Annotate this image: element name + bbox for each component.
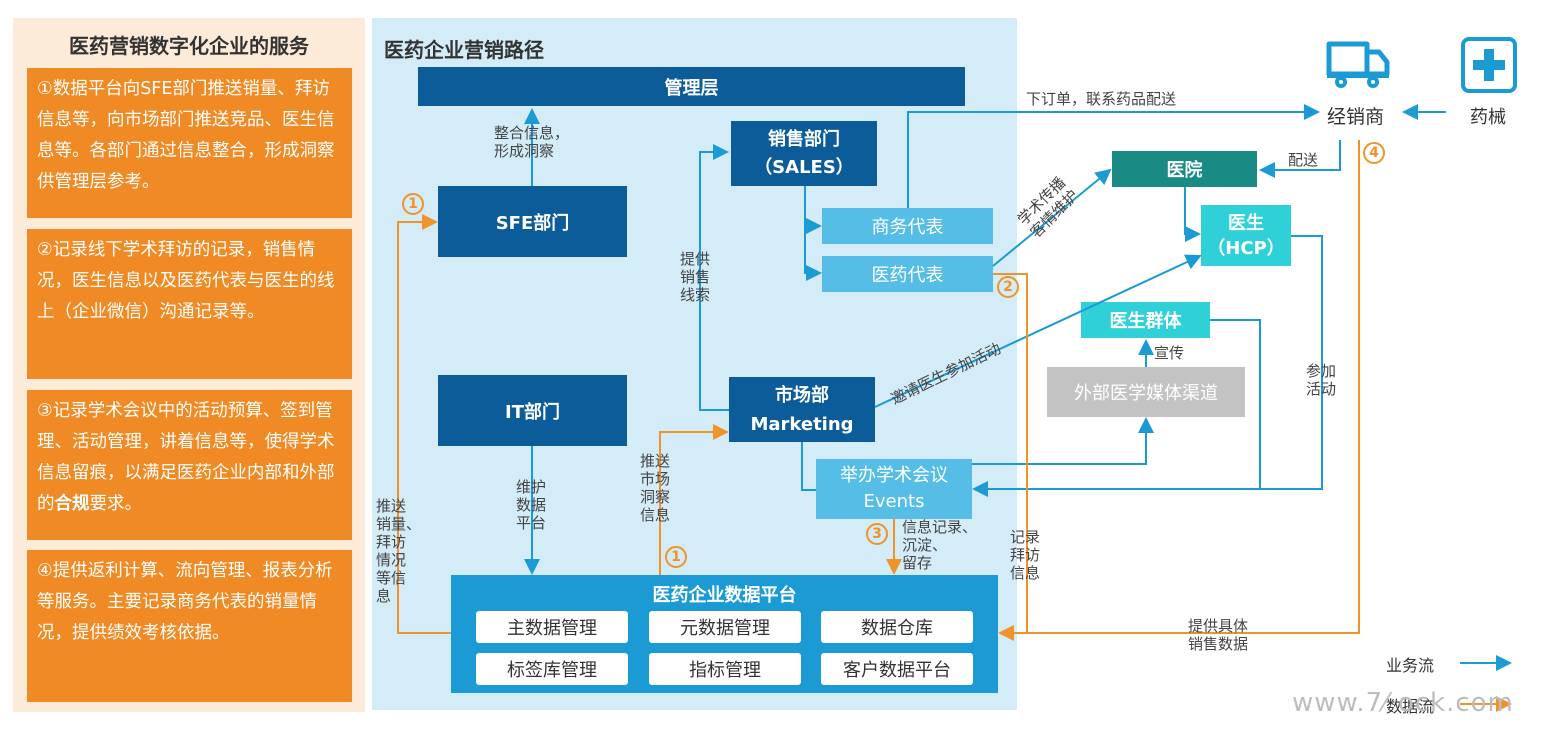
module-tag-library: 标签库管理: [476, 653, 628, 685]
distributor-to-hospital-line: [1259, 140, 1341, 178]
marketing-sub: Marketing: [750, 413, 854, 435]
push-market-label: 推送 市场 洞察 信息: [640, 452, 671, 524]
sales-data-label-2: 销售数据: [1188, 635, 1249, 653]
distributor-to-platform-line: [998, 140, 1360, 641]
hospital-to-doctor-line: [1184, 187, 1201, 242]
maintain-label: 维护 数据 平台: [516, 478, 547, 532]
integrate-label: 整合信息， 形成洞察: [494, 124, 569, 160]
device-label: 药械: [1470, 107, 1506, 128]
legend-data-label: 数据流: [1386, 697, 1435, 716]
doctor-to-events-line: [1260, 235, 1323, 490]
doctor-label: 医生: [1228, 212, 1264, 234]
service-box-3: ③记录学术会议中的活动预算、签到管理、活动管理，讲着信息等，使得学术信息留痕，以…: [27, 390, 352, 540]
circle-marker-1b: 1: [665, 546, 687, 568]
sales-data-label-1: 提供具体: [1188, 617, 1249, 635]
circle-marker-1a: 1: [402, 193, 424, 215]
medical-cross-icon: [1460, 36, 1518, 94]
medical-rep-box: 医药代表: [822, 256, 993, 292]
business-rep-box: 商务代表: [822, 208, 993, 244]
doctor-group-box: 医生群体: [1081, 302, 1210, 338]
bizrep-order-line: [907, 104, 1320, 208]
module-data-warehouse: 数据仓库: [821, 611, 973, 643]
deliver-label: 配送: [1288, 151, 1319, 169]
doctor-box: 医生 （HCP）: [1201, 205, 1291, 266]
sales-dept-label: 销售部门: [768, 128, 840, 150]
sales-dept-box: 销售部门 （SALES）: [731, 121, 877, 186]
hospital-box: 医院: [1112, 151, 1257, 187]
medrep-to-hospital-line: [992, 168, 1112, 267]
push-sales-label: 推送 销量、 拜访 情况 等信 息: [376, 497, 422, 605]
marketing-to-sales-line: [699, 144, 729, 411]
join-label: 参加 活动: [1306, 362, 1337, 398]
circle-marker-3: 3: [866, 523, 888, 545]
service-box-4: ④提供返利计算、流向管理、报表分析等服务。主要记录商务代表的销量情况，提供绩效考…: [27, 550, 352, 702]
service-box-1: ①数据平台向SFE部门推送销量、拜访信息等，向市场部门推送竞品、医生信息等。各部…: [27, 68, 352, 218]
platform-to-sfe-line: [397, 214, 451, 634]
service-box-3-end: 要求。: [89, 494, 143, 514]
platform-to-marketing-line: [659, 424, 729, 575]
sales-data-label: 提供具体 销售数据: [1188, 617, 1248, 653]
events-sub: Events: [863, 491, 925, 512]
marketing-box: 市场部 Marketing: [729, 377, 875, 442]
record-visit-label: 记录 拜访 信息: [1010, 528, 1041, 582]
integrate-label-1: 整合信息，: [494, 124, 570, 142]
module-metrics: 指标管理: [649, 653, 801, 685]
module-metadata: 元数据管理: [649, 611, 801, 643]
marketing-path-title: 医药企业营销路径: [384, 38, 544, 62]
truck-icon: [1325, 38, 1391, 90]
module-master-data: 主数据管理: [476, 611, 628, 643]
legend-business-label: 业务流: [1386, 656, 1435, 675]
marketing-invite-line: [874, 254, 1202, 408]
events-to-media-line: [972, 417, 1154, 465]
order-label: 下订单，联系药品配送: [1026, 90, 1177, 108]
group-to-events-line: [972, 319, 1261, 497]
marketing-label: 市场部: [775, 384, 829, 406]
medrep-to-platform-line: [993, 273, 1028, 633]
circle-marker-2: 2: [997, 276, 1019, 298]
data-platform-title: 医药企业数据平台: [652, 585, 797, 606]
module-cdp: 客户数据平台: [821, 653, 973, 685]
compliance-bold: 合规: [54, 494, 90, 514]
provide-leads-label: 提供 销售 线索: [680, 250, 711, 304]
media-channel-box: 外部医学媒体渠道: [1047, 367, 1245, 417]
publicize-label: 宣传: [1154, 344, 1185, 362]
integrate-label-2: 形成洞察: [494, 142, 555, 160]
service-box-2: ②记录线下学术拜访的记录，销售情况，医生信息以及医药代表与医生的线上（企业微信）…: [27, 229, 352, 379]
sales-to-bizrep-line: [804, 186, 822, 234]
sfe-box: SFE部门: [438, 186, 627, 257]
events-label: 举办学术会议: [840, 465, 948, 486]
sales-to-medrep-line: [804, 226, 822, 281]
marketing-to-events-line: [801, 442, 816, 491]
circle-marker-4: 4: [1363, 142, 1385, 164]
info-record-label: 信息记录、 沉淀、 留存: [902, 518, 978, 572]
distributor-label: 经销商: [1327, 106, 1385, 128]
left-panel-title: 医药营销数字化企业的服务: [69, 34, 309, 58]
service-box-3-text: ③记录学术会议中的活动预算、签到管理、活动管理，讲着信息等，使得学术信息留痕，以…: [37, 401, 335, 514]
doctor-sub: （HCP）: [1207, 237, 1285, 259]
sales-dept-sub: （SALES）: [754, 156, 854, 178]
events-box: 举办学术会议 Events: [816, 459, 972, 519]
it-box: IT部门: [438, 375, 627, 446]
watermark: www.7⁄ ock.com: [1292, 688, 1514, 718]
management-box: 管理层: [418, 67, 965, 106]
